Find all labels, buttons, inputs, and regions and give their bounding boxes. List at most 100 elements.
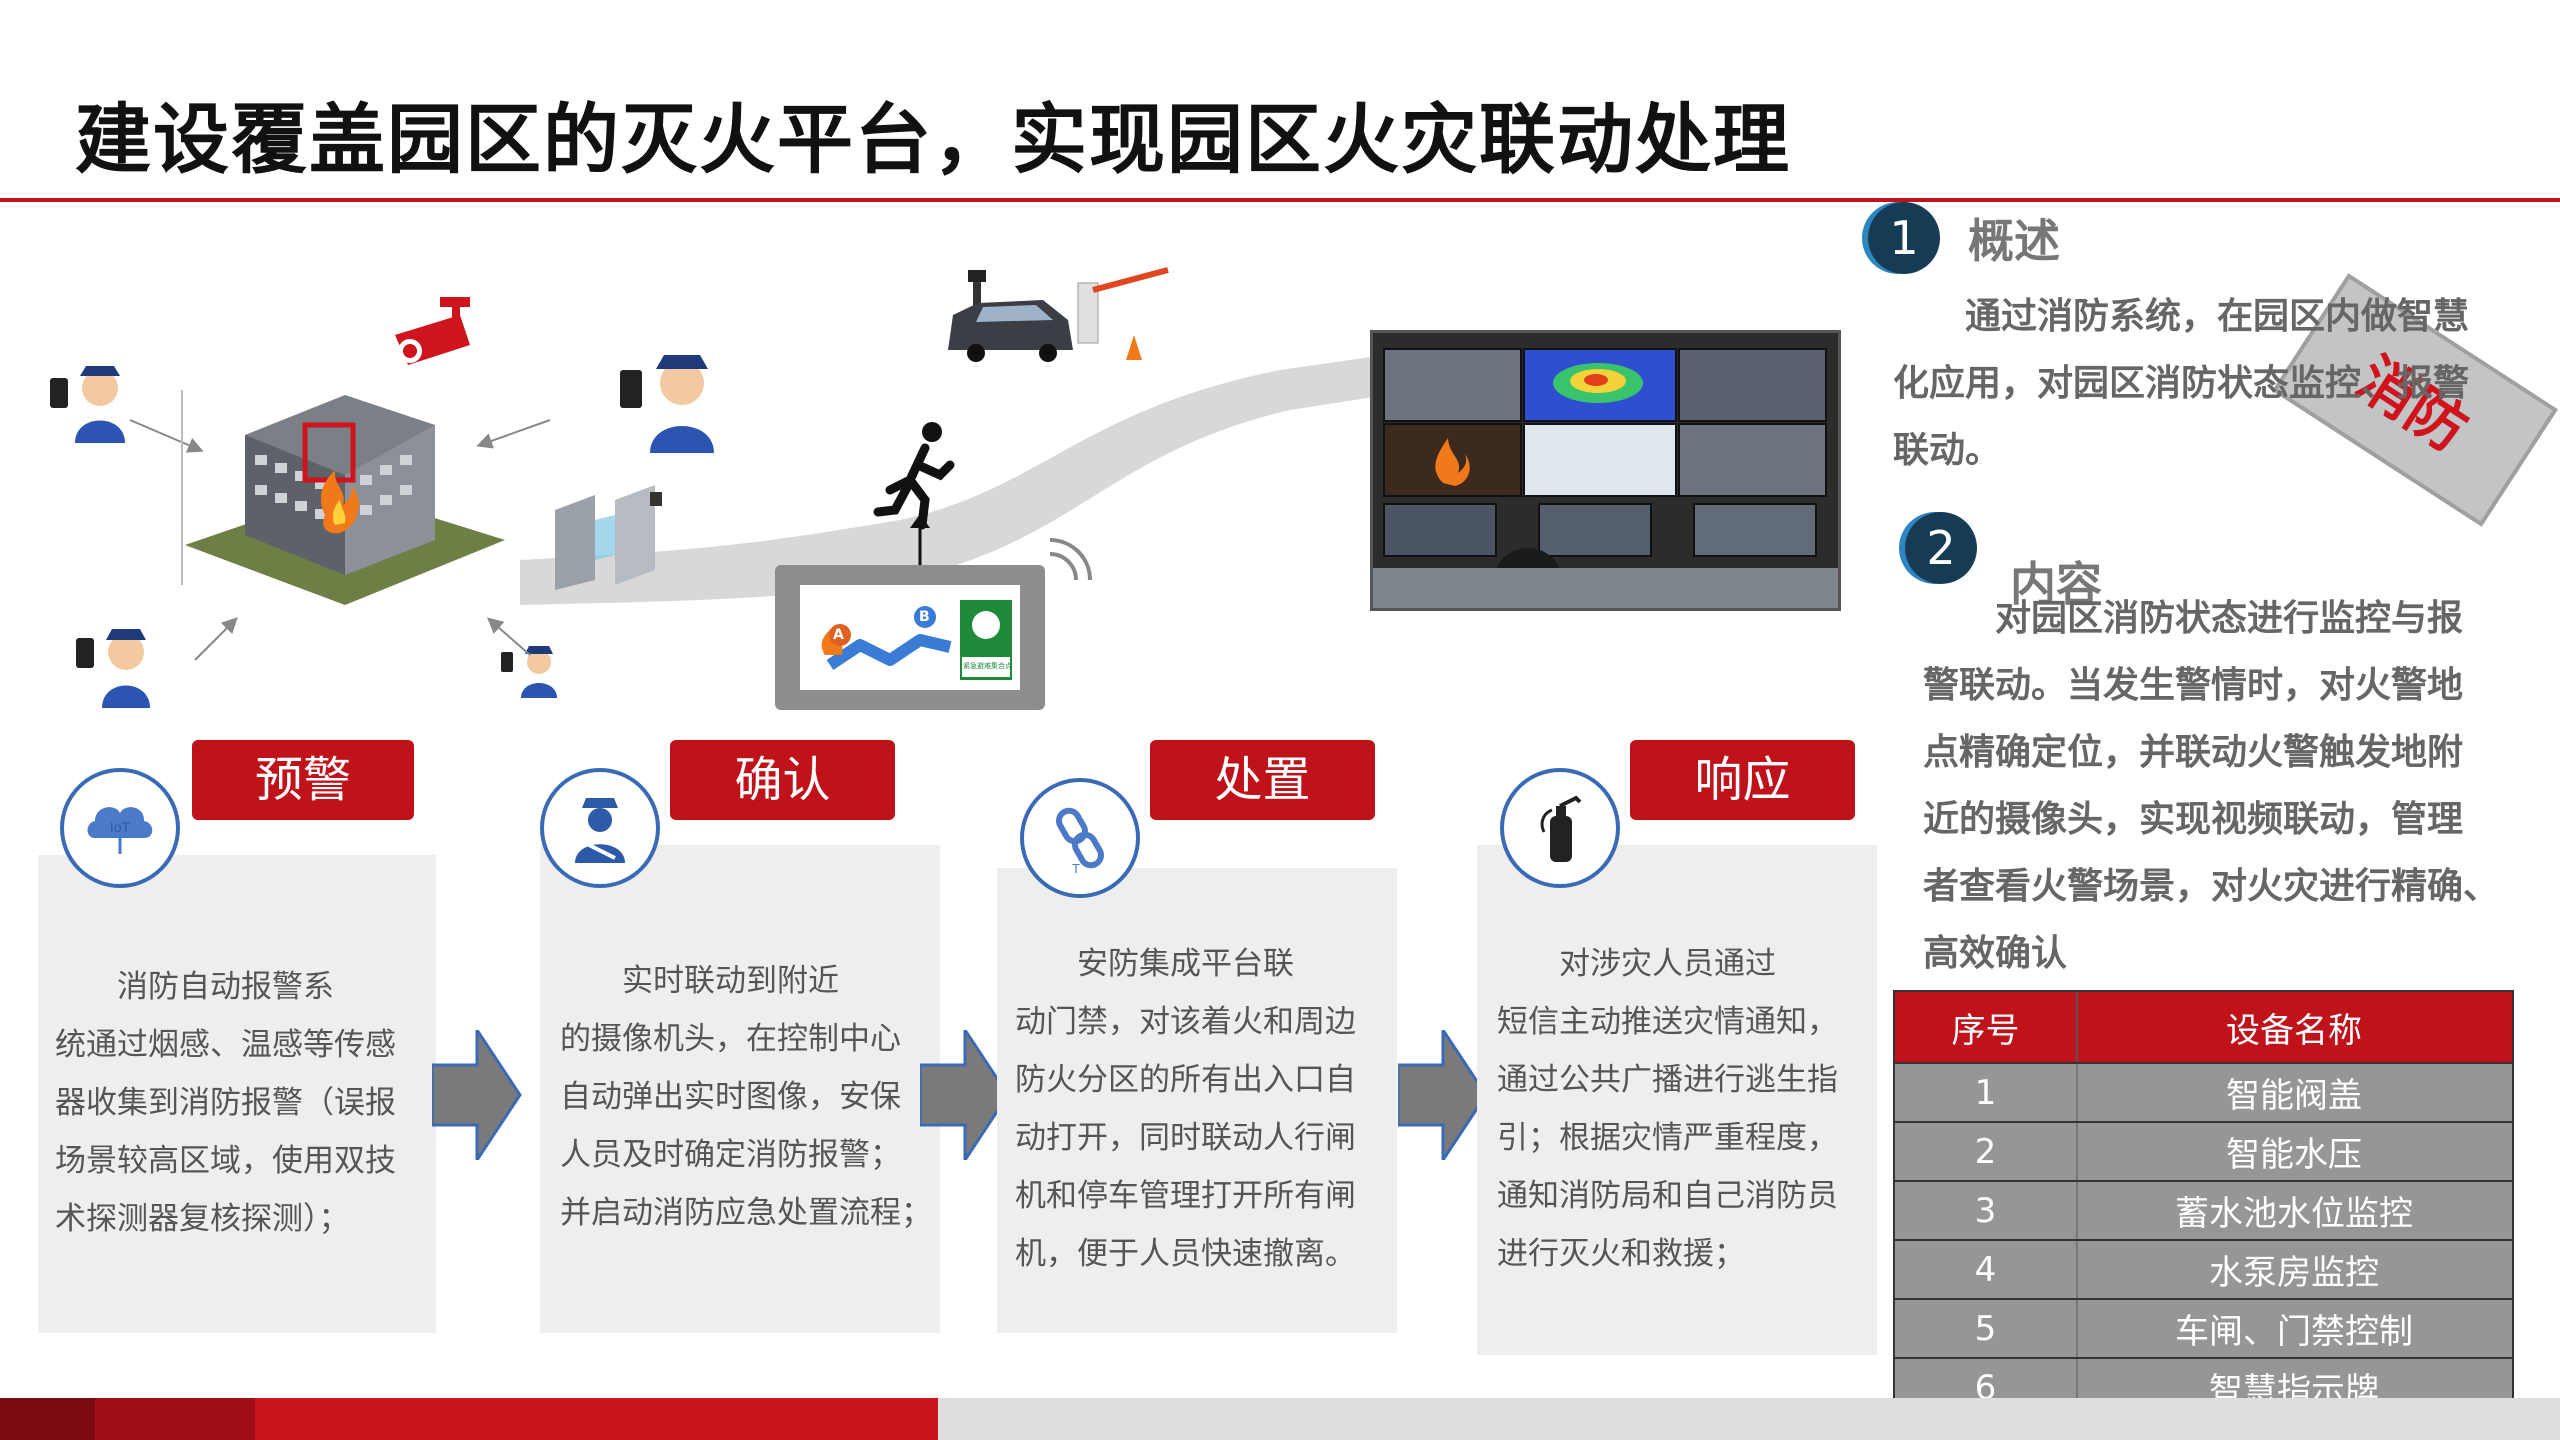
overview-heading: 概述 — [1968, 214, 2060, 268]
overview-text: 通过消防系统，在园区内做智慧 化应用，对园区消防状态监控、报警 联动。 — [1893, 283, 2469, 484]
running-person-icon — [873, 422, 955, 530]
step-card-warning — [38, 855, 436, 1333]
step-text-respond: 对涉灾人员通过 短信主动推送灾情通知， 通过公共广播进行逃生指 引；根据灾情严重… — [1497, 935, 1838, 1283]
text-line: 动门禁，对该着火和周边 — [1015, 1004, 1356, 1040]
step-icon-confirm — [540, 768, 660, 888]
table-cell: 4 — [1895, 1241, 2078, 1298]
security-guard-icon — [76, 629, 150, 708]
table-cell: 智能水压 — [2226, 1135, 2362, 1175]
table-header: 序号 设备名称 — [1895, 992, 2512, 1062]
text-line: 化应用，对园区消防状态监控、报警 — [1893, 363, 2470, 404]
text-line: 并启动消防应急处置流程； — [560, 1195, 932, 1231]
evacuation-path-graphic — [520, 350, 1420, 605]
text-line: 统通过烟感、温感等传感 — [55, 1027, 396, 1063]
text-line: 通过消防系统，在园区内做智慧 — [1893, 296, 2470, 337]
step-icon-dispose: T — [1020, 778, 1140, 898]
text-line: 动打开，同时联动人行闸 — [1015, 1120, 1356, 1156]
text-line: 对园区消防状态进行监控与报 — [1923, 598, 2464, 639]
table-row: 1 智能阀盖 — [1895, 1062, 2512, 1121]
table-row: 5 车闸、门禁控制 — [1895, 1298, 2512, 1357]
link-label: T — [1072, 861, 1080, 876]
table-cell: 车闸、门禁控制 — [2175, 1312, 2413, 1352]
text-line: 场景较高区域，使用双技 — [55, 1143, 396, 1179]
table-cell: 5 — [1895, 1300, 2078, 1357]
step-icon-warning: IoT — [60, 768, 180, 888]
table-row: 3 蓄水池水位监控 — [1895, 1180, 2512, 1239]
security-guard-icon — [50, 366, 125, 443]
step-card-confirm — [540, 845, 940, 1333]
flow-arrow-icon — [1398, 1030, 1488, 1160]
fire-extinguisher-icon — [1540, 795, 1582, 862]
header-cell-device: 设备名称 — [2226, 1010, 2362, 1051]
table-cell: 1 — [1895, 1064, 2078, 1121]
flow-arrow-icon — [432, 1030, 522, 1160]
table-cell: 3 — [1895, 1182, 2078, 1239]
text-line: 机，便于人员快速撤离。 — [1015, 1236, 1356, 1272]
table-cell: 水泵房监控 — [2209, 1253, 2379, 1293]
flow-arrow-icon — [920, 1030, 1010, 1160]
step-text-confirm: 实时联动到附近 的摄像机头，在控制中心 自动弹出实时图像，安保 人员及时确定消防… — [560, 952, 932, 1242]
text-line: 术探测器复核探测）； — [55, 1201, 350, 1237]
text-line: 引；根据灾情严重程度， — [1497, 1120, 1838, 1156]
table-row: 4 水泵房监控 — [1895, 1239, 2512, 1298]
text-line: 自动弹出实时图像，安保 — [560, 1079, 901, 1115]
text-line: 通过公共广播进行逃生指 — [1497, 1062, 1838, 1098]
signal-arrows — [129, 390, 551, 661]
table-cell: 蓄水池水位监控 — [2175, 1194, 2413, 1234]
step-label-dispose: 处置 — [1150, 740, 1375, 820]
content-heading: 内容 — [2010, 557, 2102, 611]
step-label-confirm: 确认 — [670, 740, 895, 820]
footer-segment — [938, 1398, 2560, 1440]
iot-label: IoT — [110, 819, 131, 835]
table-row: 2 智能水压 — [1895, 1121, 2512, 1180]
title-divider — [0, 198, 2560, 202]
map-marker-a: A — [833, 627, 844, 643]
link-icon: T — [1056, 807, 1104, 876]
footer-segment — [255, 1398, 938, 1440]
step-icon-respond — [1500, 768, 1620, 888]
footer-segment — [0, 1398, 95, 1440]
table-cell: 6 — [1895, 1359, 2078, 1416]
text-line: 对涉灾人员通过 — [1497, 946, 1776, 982]
text-line: 实时联动到附近 — [560, 963, 839, 999]
text-line: 进行灭火和救援； — [1497, 1236, 1745, 1272]
wireless-signal-icon — [1049, 538, 1092, 581]
iot-cloud-icon: IoT — [87, 807, 153, 854]
text-line: 高效确认 — [1923, 933, 2068, 974]
section-number-overview: 1 — [1868, 202, 1940, 274]
text-line: 点精确定位，并联动火警触发地附 — [1923, 732, 2464, 773]
security-guard-icon — [501, 646, 557, 698]
table-cell: 智能阀盖 — [2226, 1076, 2362, 1116]
text-line: 短信主动推送灾情通知， — [1497, 1004, 1838, 1040]
step-card-respond — [1477, 845, 1877, 1355]
turnstile-gate-icon — [555, 485, 662, 590]
text-line: 机和停车管理打开所有闸 — [1015, 1178, 1356, 1214]
building-on-fire-icon — [185, 395, 505, 605]
text-line: 警联动。当发生警情时，对火警地 — [1923, 665, 2464, 706]
guard-icon — [575, 798, 625, 863]
table-cell: 2 — [1895, 1123, 2078, 1180]
text-line: 的摄像机头，在控制中心 — [560, 1021, 901, 1057]
text-line: 器收集到消防报警（误报 — [55, 1085, 396, 1121]
step-text-warning: 消防自动报警系 统通过烟感、温感等传感 器收集到消防报警（误报 场景较高区域，使… — [55, 958, 396, 1248]
parking-barrier-icon — [948, 267, 1169, 362]
control-center-video-wall — [1370, 330, 1841, 611]
section-number-content: 2 — [1905, 512, 1977, 584]
up-arrow-icon — [910, 514, 930, 568]
route-map-icon — [800, 585, 1020, 690]
text-line: 安防集成平台联 — [1015, 946, 1294, 982]
header-cell-index: 序号 — [1895, 992, 2078, 1062]
thermal-map-icon — [1553, 363, 1643, 403]
text-line: 者查看火警场景，对火灾进行精确、 — [1923, 866, 2500, 907]
evacuation-map: A B 紧急避难集合点 — [800, 585, 1020, 690]
control-desk — [1373, 568, 1838, 608]
text-line: 人员及时确定消防报警； — [560, 1137, 901, 1173]
assembly-point-sign: 紧急避难集合点 — [963, 662, 1012, 670]
step-text-dispose: 安防集成平台联 动门禁，对该着火和周边 防火分区的所有出入口自 动打开，同时联动… — [1015, 935, 1356, 1283]
text-line: 联动。 — [1893, 430, 2002, 471]
step-label-respond: 响应 — [1630, 740, 1855, 820]
content-text: 对园区消防状态进行监控与报 警联动。当发生警情时，对火警地 点精确定位，并联动火… — [1923, 585, 2499, 987]
step-label-warning: 预警 — [192, 740, 414, 820]
page-title: 建设覆盖园区的灭火平台，实现园区火灾联动处理 — [75, 95, 1791, 184]
fire-feed-icon — [1435, 438, 1470, 486]
